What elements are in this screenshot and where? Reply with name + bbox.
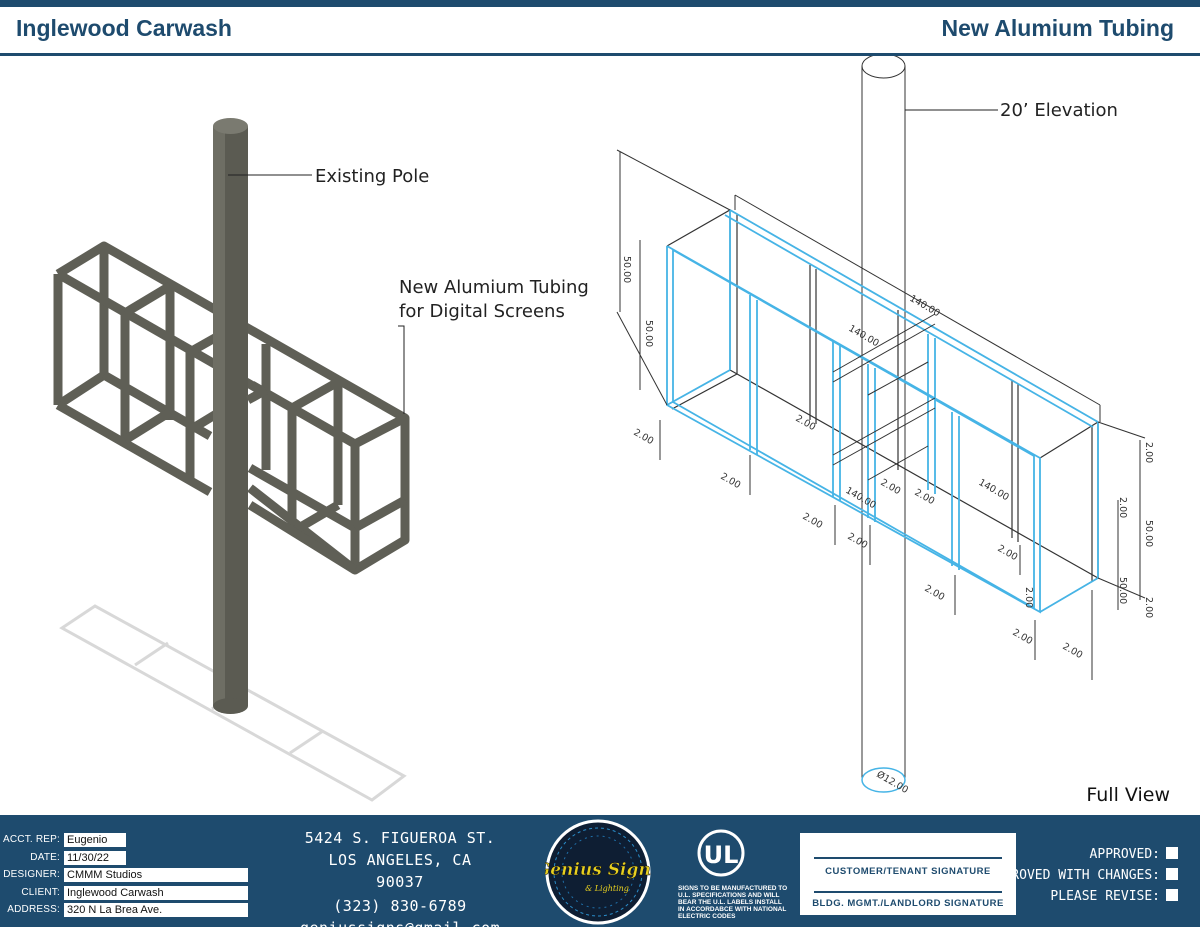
dim-50-left-b: 50.00 xyxy=(643,320,654,347)
field-value: 320 N La Brea Ave. xyxy=(64,903,248,917)
rendered-frame-front xyxy=(245,344,410,575)
address-line-1: 5424 S. FIGUEROA ST. xyxy=(304,829,496,847)
new-tubing-label-1: New Alumium Tubing xyxy=(399,277,589,298)
dim-2-h: 2.00 xyxy=(923,583,947,603)
field-value: Eugenio xyxy=(64,833,126,847)
approved-with-changes-checkbox[interactable] xyxy=(1166,868,1178,880)
dim-2-j: 2.00 xyxy=(1011,627,1035,647)
address-line-2: LOS ANGELES, CA 90037 xyxy=(328,851,472,891)
dim-50-left-a: 50.00 xyxy=(621,256,632,283)
phone: (323) 830-6789 xyxy=(333,897,467,915)
field-value: CMMM Studios xyxy=(64,868,248,882)
approved-row: APPROVED: xyxy=(1090,847,1178,862)
project-title: Inglewood Carwash xyxy=(16,15,232,41)
existing-pole-label: Existing Pole xyxy=(315,166,430,187)
dim-2-g: 2.00 xyxy=(913,487,937,507)
approved-checkbox[interactable] xyxy=(1166,847,1178,859)
approved-with-changes-row: APPROVED WITH CHANGES: xyxy=(988,868,1178,883)
dim-2-n: 2.00 xyxy=(1143,597,1154,618)
customer-signature-label: CUSTOMER/TENANT SIGNATURE xyxy=(825,866,991,877)
existing-pole-right xyxy=(861,56,906,793)
title-bar: Inglewood Carwash New Alumium Tubing xyxy=(0,7,1200,56)
field-value: 11/30/22 xyxy=(64,851,126,865)
field-designer: DESIGNER: CMMM Studios xyxy=(0,868,250,884)
landlord-signature-line[interactable] xyxy=(814,891,1002,893)
email: geniussigns@gmail.com xyxy=(300,919,501,937)
field-key: ADDRESS: xyxy=(7,904,60,915)
please-revise-label: PLEASE REVISE: xyxy=(1050,889,1160,904)
dim-2-d: 2.00 xyxy=(801,511,825,531)
field-value: Inglewood Carwash xyxy=(64,886,248,900)
company-contact: 5424 S. FIGUEROA ST. LOS ANGELES, CA 900… xyxy=(300,827,500,939)
drawing-canvas: 140.00 140.00 140.00 140.00 50.00 50.00 … xyxy=(53,56,1154,802)
dim-2-l: 2.00 xyxy=(1143,442,1154,463)
landlord-signature-label: BLDG. MGMT./LANDLORD SIGNATURE xyxy=(812,898,1004,909)
please-revise-row: PLEASE REVISE: xyxy=(1050,889,1178,904)
dim-2-i: 2.00 xyxy=(996,543,1020,563)
logo-text: Genius Signs xyxy=(545,860,651,880)
field-key: ACCT. REP: xyxy=(2,834,60,845)
ul-mark-text: UL xyxy=(704,841,739,869)
pole-braces xyxy=(832,313,936,481)
approved-with-changes-label: APPROVED WITH CHANGES: xyxy=(987,868,1160,883)
please-revise-checkbox[interactable] xyxy=(1166,889,1178,901)
new-tubing-label-2: for Digital Screens xyxy=(399,301,565,322)
dimension-labels: 140.00 140.00 140.00 140.00 50.00 50.00 … xyxy=(621,256,1154,796)
dim-2-m: 2.00 xyxy=(1117,497,1128,518)
logo-subtext: & Lighting xyxy=(585,884,629,893)
dim-140-right: 140.00 xyxy=(977,477,1011,503)
field-key: CLIENT: xyxy=(21,887,60,898)
existing-pole-left xyxy=(213,118,248,714)
genius-signs-logo: Genius Signs & Lighting xyxy=(545,819,651,925)
dim-2-a: 2.00 xyxy=(632,427,656,447)
left-callout-lines xyxy=(228,174,405,414)
full-view-label: Full View xyxy=(1086,784,1170,806)
ul-note: SIGNS TO BE MANUFACTURED TO U.L. SPECIFI… xyxy=(678,885,788,920)
dim-2-e: 2.00 xyxy=(846,531,870,551)
dim-2-b: 2.00 xyxy=(719,471,743,491)
dim-50-right-b: 50.00 xyxy=(1117,577,1128,604)
field-acct-rep: ACCT. REP: Eugenio xyxy=(0,833,250,849)
top-accent-bar xyxy=(0,0,1200,7)
dim-2-o: 2.00 xyxy=(1023,587,1034,608)
dim-50-right-a: 50.00 xyxy=(1143,520,1154,547)
customer-signature-line[interactable] xyxy=(814,857,1002,859)
dim-140-mid: 140.00 xyxy=(847,323,881,349)
field-key: DESIGNER: xyxy=(3,869,60,880)
signature-box: CUSTOMER/TENANT SIGNATURE BLDG. MGMT./LA… xyxy=(800,833,1016,915)
dimension-lines xyxy=(616,149,1146,680)
elevation-label: 20’ Elevation xyxy=(1000,100,1118,121)
dim-140-low: 140.00 xyxy=(844,485,878,511)
approved-label: APPROVED: xyxy=(1089,847,1160,862)
field-client: CLIENT: Inglewood Carwash xyxy=(0,886,250,902)
sheet-title: New Alumium Tubing xyxy=(941,15,1174,41)
field-address: ADDRESS: 320 N La Brea Ave. xyxy=(0,903,250,919)
field-date: DATE: 11/30/22 xyxy=(0,851,250,867)
dim-2-f: 2.00 xyxy=(879,477,903,497)
dim-2-k: 2.00 xyxy=(1061,641,1085,661)
wire-frame-blue xyxy=(666,209,1099,614)
field-key: DATE: xyxy=(30,852,60,863)
title-block-footer: ACCT. REP: Eugenio DATE: 11/30/22 DESIGN… xyxy=(0,815,1200,937)
ul-listed-mark: UL xyxy=(697,829,745,877)
dim-2-c: 2.00 xyxy=(794,413,818,433)
